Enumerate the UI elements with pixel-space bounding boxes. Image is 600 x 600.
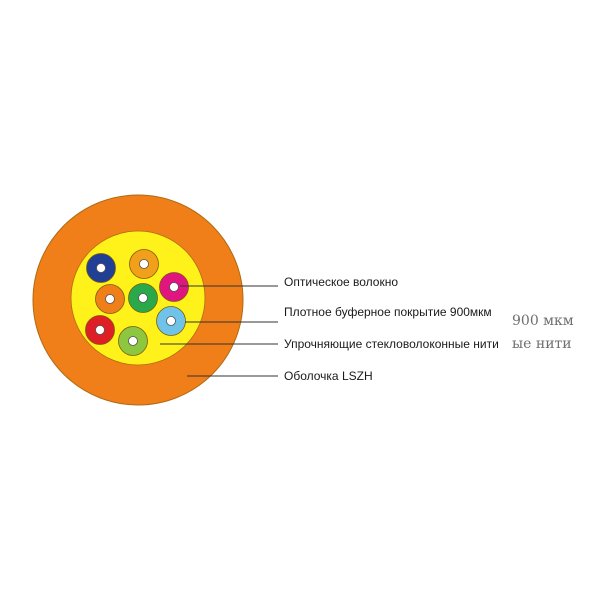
ghost-text-line-1: 900 мкм [512,313,574,329]
fiber-core [138,293,148,303]
fiber-core [128,336,138,346]
fiber-3 [159,272,189,302]
fiber-group [85,249,189,356]
label-optical-fiber: Оптическое волокно [284,275,399,289]
fiber-8 [156,306,186,336]
ghost-text-line-2: ые нити [512,336,572,352]
fiber-1 [86,253,116,283]
label-tight-buffer: Плотное буферное покрытие 900мкм [284,305,492,319]
fiber-6 [85,315,115,345]
fiber-5 [128,283,158,313]
label-strength-yarn: Упрочняющие стекловолоконные нити [284,337,499,351]
fiber-core [96,263,106,273]
fiber-core [139,259,149,269]
fiber-2 [129,249,159,279]
fiber-7 [118,326,148,356]
fiber-core [169,282,179,292]
fiber-core [95,325,105,335]
fiber-4 [95,284,125,314]
fiber-core [105,294,115,304]
fiber-core [166,316,176,326]
label-jacket: Оболочка LSZH [284,369,373,383]
